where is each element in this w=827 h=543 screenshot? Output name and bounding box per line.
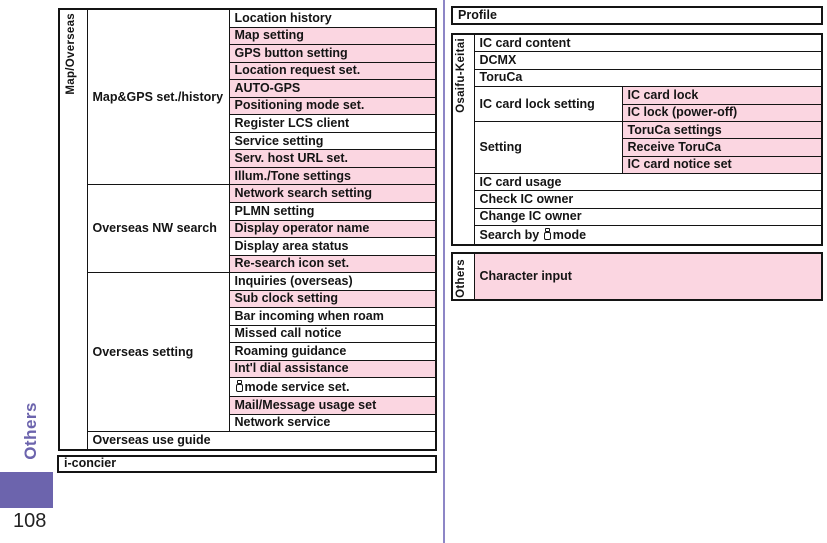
menu-item-label: Location request set. — [228, 61, 437, 81]
menu-item-label: Profile — [451, 6, 823, 25]
menu-item-label: Character input — [473, 252, 823, 301]
iconcier-table-wrap: i-concier — [57, 455, 437, 473]
menu-item-label: Illum./Tone settings — [228, 166, 437, 186]
imode-icon — [543, 228, 551, 241]
menu-item-label: Display operator name — [228, 219, 437, 239]
menu-item-label: Inquiries (overseas) — [228, 272, 437, 291]
imode-icon — [235, 380, 243, 393]
menu-item-label: Search by mode — [473, 225, 823, 246]
menu-group-label: Overseas setting — [86, 272, 230, 433]
menu-item-label: IC card usage — [473, 173, 823, 192]
chapter-tab-marker — [0, 472, 53, 508]
osaifu-keitai-vertical-label: Osaifu-Keitai — [455, 38, 467, 113]
menu-item-label: Map setting — [228, 26, 437, 46]
menu-item-label: Int'l dial assistance — [228, 359, 437, 379]
menu-item-label: Positioning mode set. — [228, 96, 437, 116]
menu-item-label: Serv. host URL set. — [228, 149, 437, 168]
iconcier-table: i-concier — [57, 455, 437, 473]
map-overseas-vertical-label: Map/Overseas — [65, 13, 77, 95]
menu-item-label: Network service — [228, 413, 437, 433]
profile-table: Profile — [451, 6, 823, 25]
menu-item-label: Display area status — [228, 237, 437, 256]
menu-item-label: IC card lock — [621, 86, 823, 105]
menu-item-label: DCMX — [473, 51, 823, 70]
menu-group-label: Setting — [473, 120, 623, 175]
menu-item-label: mode service set. — [228, 377, 437, 398]
menu-item-label: Roaming guidance — [228, 342, 437, 361]
menu-item-label: Location history — [228, 8, 437, 28]
map-overseas-header-cell — [58, 8, 88, 451]
menu-item-label: Check IC owner — [473, 190, 823, 209]
menu-item-label: Mail/Message usage set — [228, 396, 437, 415]
menu-item-label: IC lock (power-off) — [621, 103, 823, 122]
menu-item-label: i-concier — [57, 455, 437, 473]
menu-item-label: AUTO-GPS — [228, 79, 437, 98]
menu-item-label: Bar incoming when roam — [228, 307, 437, 326]
menu-item-label: Sub clock setting — [228, 289, 437, 309]
menu-item-label: Receive ToruCa — [621, 138, 823, 157]
menu-item-label: PLMN setting — [228, 201, 437, 221]
others-vertical-label: Others — [455, 259, 467, 298]
menu-item-label: Register LCS client — [228, 114, 437, 133]
menu-item-label: ToruCa — [473, 68, 823, 88]
page-number: 108 — [13, 510, 47, 532]
others-menu-table: Character input — [451, 252, 823, 301]
menu-group-label: Map&GPS set./history — [86, 8, 230, 186]
profile-table-wrap: Profile — [451, 6, 823, 25]
menu-item-label: GPS button setting — [228, 44, 437, 63]
menu-item-label: IC card notice set — [621, 155, 823, 175]
others-table-wrap: Character input Others — [451, 252, 823, 301]
menu-item-label: Re-search icon set. — [228, 254, 437, 274]
menu-item-label: IC card content — [473, 33, 823, 53]
menu-group-label: Overseas NW search — [86, 184, 230, 274]
menu-item-label: Missed call notice — [228, 324, 437, 344]
menu-item-label: Change IC owner — [473, 207, 823, 227]
chapter-side-label: Others — [21, 402, 40, 460]
menu-item-label: Overseas use guide — [86, 431, 437, 451]
menu-group-label: IC card lock setting — [473, 86, 623, 122]
menu-item-label: Service setting — [228, 131, 437, 151]
menu-item-label: Network search setting — [228, 184, 437, 203]
menu-item-label: ToruCa settings — [621, 120, 823, 140]
page-column-divider — [443, 0, 445, 543]
